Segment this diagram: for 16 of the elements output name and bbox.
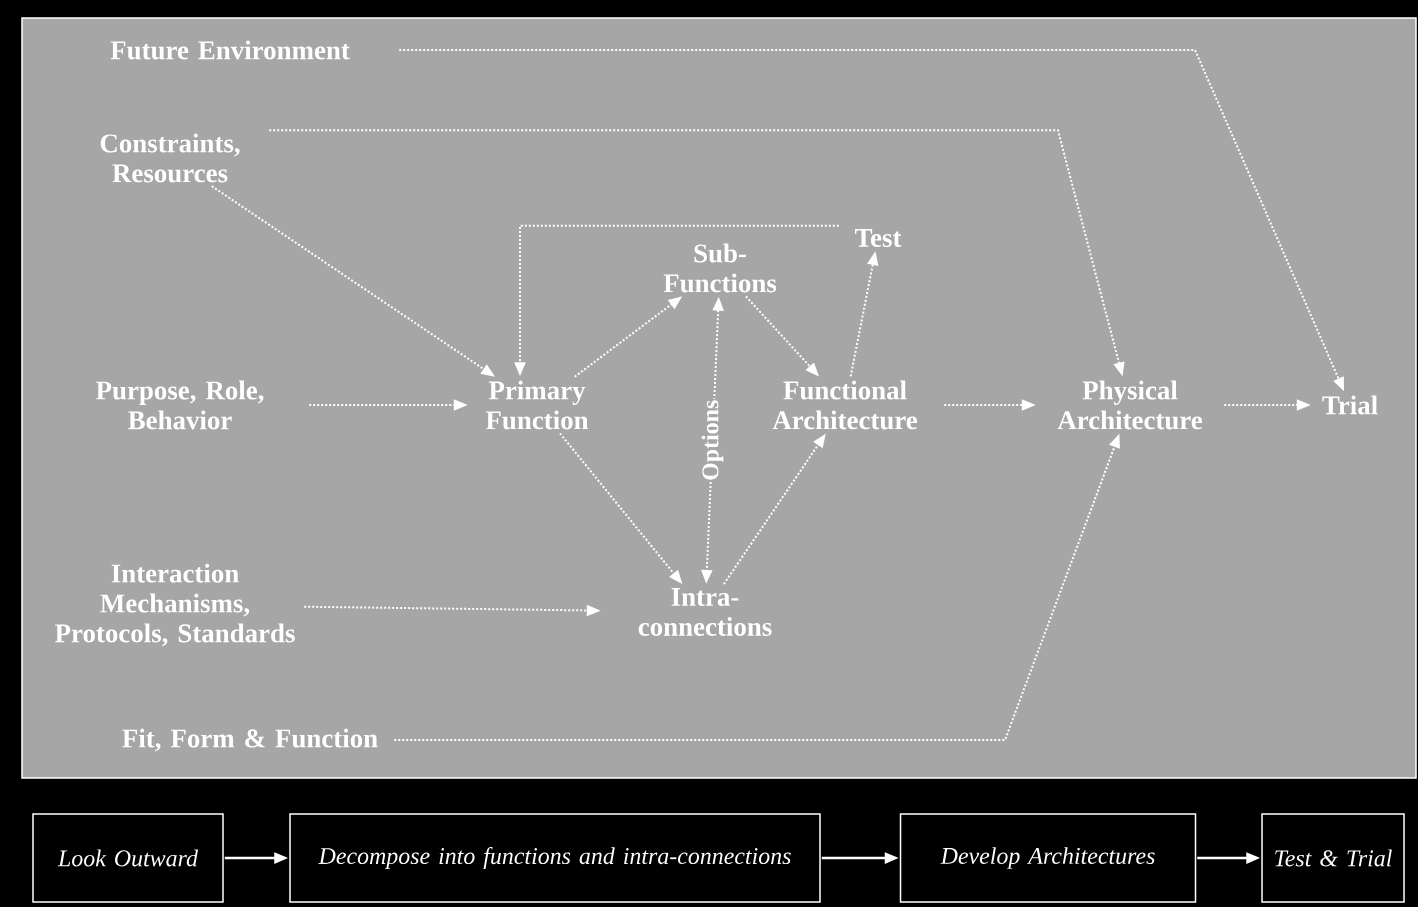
node-label: Interaction Mechanisms, Protocols, Standards [55, 563, 295, 647]
node-label: Functional Architecture [772, 380, 918, 430]
step-box: Test & Trial [1261, 813, 1405, 903]
node-label: Intra- connections [638, 588, 772, 636]
node-label: Fit, Form & Function [122, 728, 378, 752]
node-label: Physical Architecture [1057, 380, 1203, 430]
step-box: Develop Architectures [899, 813, 1197, 903]
node-label: Purpose, Role, Behavior [96, 380, 264, 430]
step-box: Decompose into functions and intra-connections [289, 813, 821, 903]
node-label: Future Environment [110, 40, 350, 60]
step-box: Look Outward [32, 813, 224, 903]
node-label: Sub- Functions [663, 243, 777, 293]
node-label: Primary Function [485, 380, 589, 430]
node-label: Constraints, Resources [100, 133, 240, 183]
node-label: Trial [1322, 395, 1378, 415]
node-label: Test [855, 229, 902, 247]
